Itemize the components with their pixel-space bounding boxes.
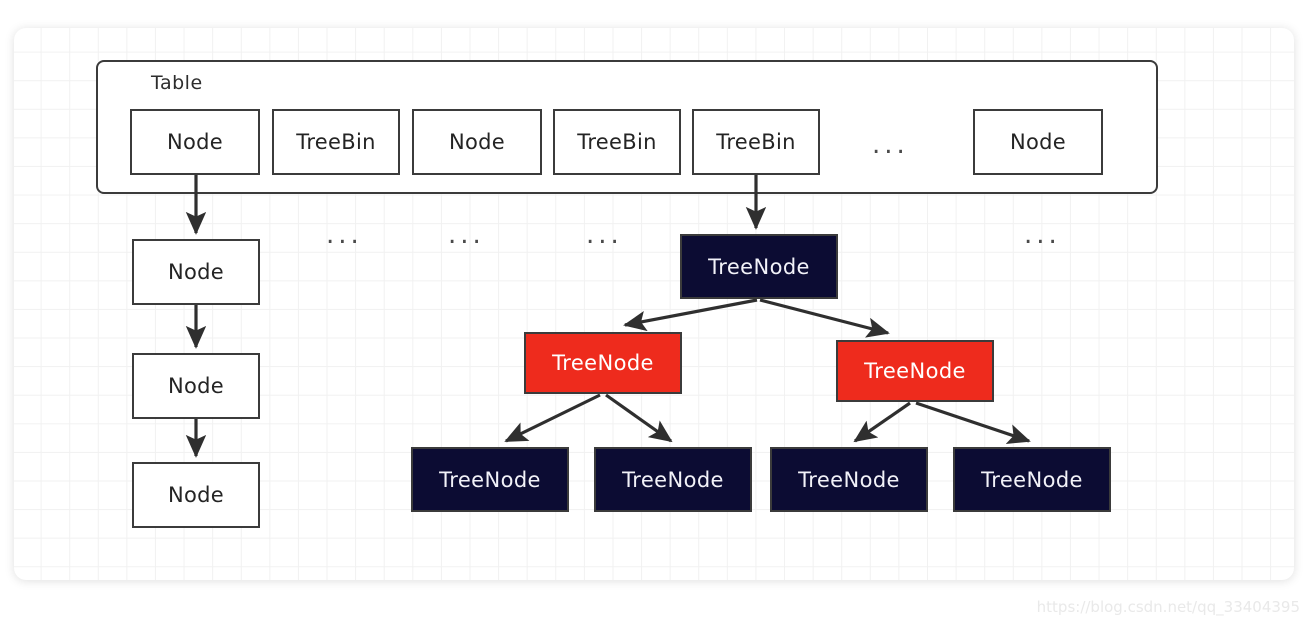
table-ellipsis: ... [872,130,909,160]
chain-node-1[interactable]: Node [132,353,260,419]
tree-node-label: TreeNode [439,467,541,492]
tree-node-root[interactable]: TreeNode [680,234,838,299]
chain-node-label: Node [167,260,224,284]
chain-node-2[interactable]: Node [132,462,260,528]
table-cell-treebin-1[interactable]: TreeBin [272,109,400,175]
table-cell-label: Node [448,130,505,154]
table-cell-label: TreeBin [577,130,657,154]
row-ellipsis-0: ... [326,220,363,250]
tree-node-left-red[interactable]: TreeNode [524,332,682,394]
table-cell-label: TreeBin [716,130,796,154]
tree-node-label: TreeNode [708,254,810,279]
watermark-text: https://blog.csdn.net/qq_33404395 [1036,598,1300,616]
tree-node-label: TreeNode [798,467,900,492]
row-ellipsis-1: ... [448,220,485,250]
table-label: Table [151,72,203,94]
chain-node-0[interactable]: Node [132,239,260,305]
tree-node-label: TreeNode [981,467,1083,492]
table-cell-node-0[interactable]: Node [130,109,260,175]
tree-node-right-red[interactable]: TreeNode [836,340,994,402]
table-cell-treebin-4[interactable]: TreeBin [692,109,820,175]
chain-node-label: Node [167,483,224,507]
tree-node-label: TreeNode [622,467,724,492]
table-cell-label: Node [1009,130,1066,154]
tree-node-leaf-1[interactable]: TreeNode [594,447,752,512]
tree-node-label: TreeNode [552,351,654,375]
tree-node-leaf-0[interactable]: TreeNode [411,447,569,512]
chain-node-label: Node [167,374,224,398]
tree-node-label: TreeNode [864,359,966,383]
table-cell-treebin-3[interactable]: TreeBin [553,109,681,175]
row-ellipsis-2: ... [586,220,623,250]
row-ellipsis-3: ... [1024,220,1061,250]
tree-node-leaf-2[interactable]: TreeNode [770,447,928,512]
table-cell-node-5[interactable]: Node [973,109,1103,175]
table-cell-node-2[interactable]: Node [412,109,542,175]
table-cell-label: TreeBin [296,130,376,154]
tree-node-leaf-3[interactable]: TreeNode [953,447,1111,512]
table-cell-label: Node [166,130,223,154]
